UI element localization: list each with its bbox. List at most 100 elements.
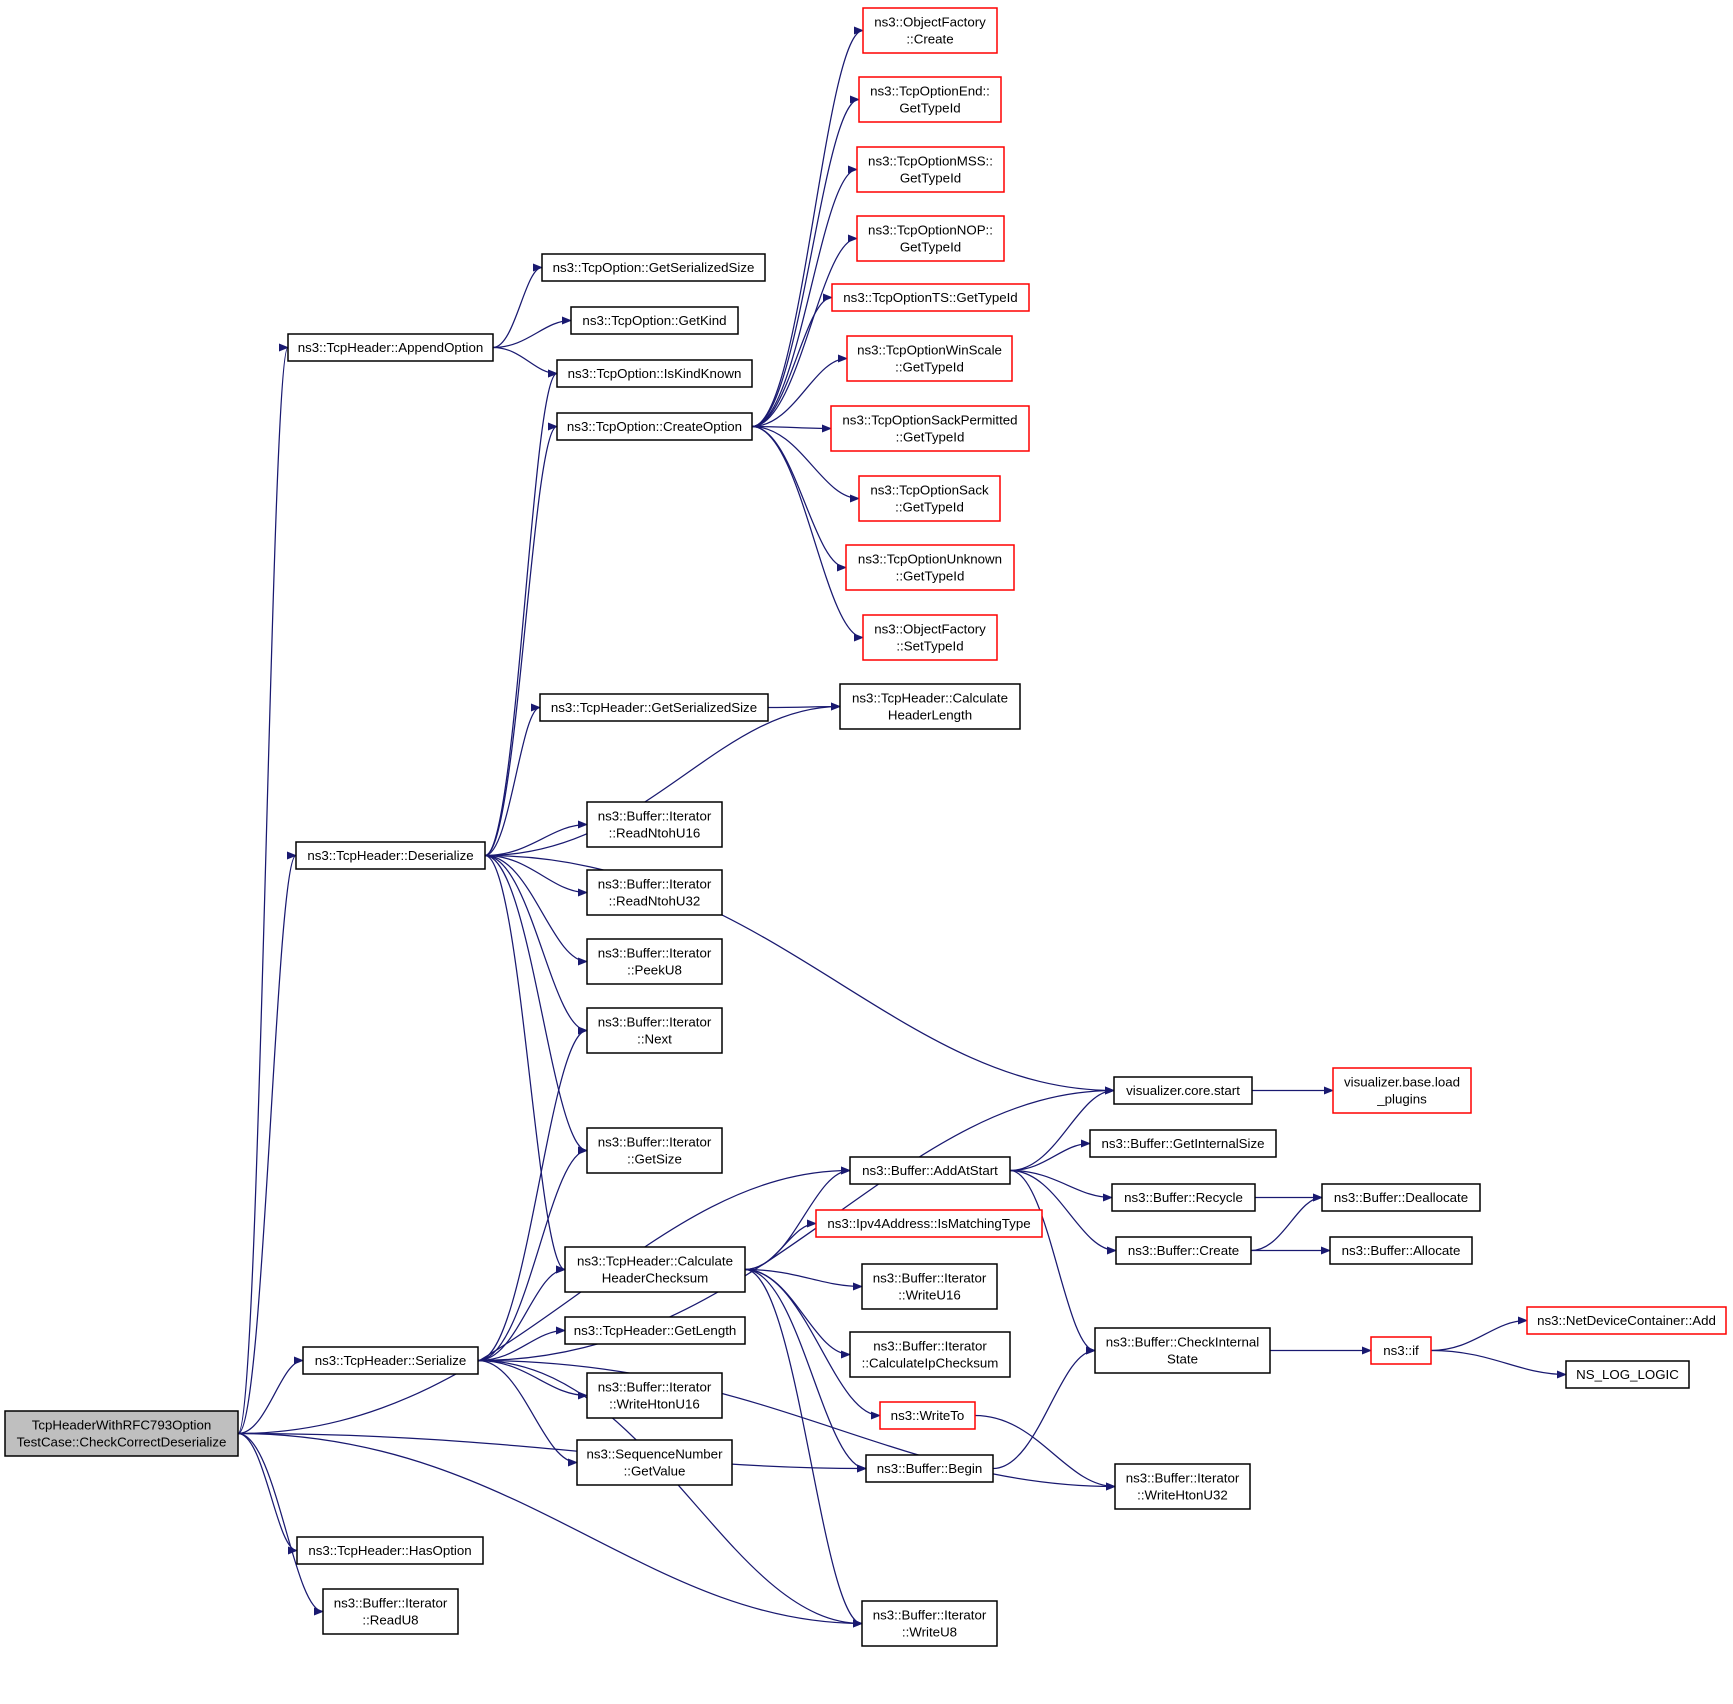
node-getSize[interactable]: ns3::Buffer::Iterator::GetSize (586, 1127, 723, 1174)
node-optIsKindKnown[interactable]: ns3::TcpOption::IsKindKnown (556, 359, 753, 388)
node-label: ns3::TcpHeader::Calculate (577, 1254, 733, 1269)
node-bufRecycle[interactable]: ns3::Buffer::Recycle (1111, 1183, 1256, 1212)
node-label: ns3::Buffer::Allocate (1342, 1243, 1461, 1258)
node-peekU8[interactable]: ns3::Buffer::Iterator::PeekU8 (586, 938, 723, 985)
node-box (539, 693, 769, 722)
node-label: ns3::Buffer::Iterator (873, 1339, 987, 1354)
node-unknownTypeId[interactable]: ns3::TcpOptionUnknown::GetTypeId (845, 544, 1015, 591)
node-box (831, 283, 1030, 312)
node-label: ns3::Buffer::Iterator (598, 1135, 712, 1150)
edge-optCreate-to-sackTypeId (751, 425, 860, 503)
node-bufGetInternalSize[interactable]: ns3::Buffer::GetInternalSize (1089, 1129, 1277, 1158)
node-bufCreate[interactable]: ns3::Buffer::Create (1115, 1236, 1252, 1265)
edge-addAtStart-to-bufRecycle (1009, 1169, 1113, 1202)
node-hdrGetSerSize[interactable]: ns3::TcpHeader::GetSerializedSize (539, 693, 769, 722)
node-label: ns3::TcpHeader::GetLength (574, 1323, 737, 1338)
node-label: ns3::ObjectFactory (874, 15, 986, 30)
node-serialize[interactable]: ns3::TcpHeader::Serialize (302, 1346, 479, 1375)
node-label: ns3::TcpOptionTS::GetTypeId (843, 290, 1017, 305)
node-box (586, 869, 723, 916)
node-label: ns3::TcpOption::IsKindKnown (568, 366, 742, 381)
edge-calcChecksum-to-writeU8 (744, 1268, 863, 1628)
node-bufBegin[interactable]: ns3::Buffer::Begin (865, 1454, 994, 1483)
node-readU8[interactable]: ns3::Buffer::Iterator::ReadU8 (322, 1588, 459, 1635)
node-box (586, 1127, 723, 1174)
node-calcIpChecksum[interactable]: ns3::Buffer::Iterator::CalculateIpChecks… (849, 1331, 1011, 1378)
node-writeU16[interactable]: ns3::Buffer::Iterator::WriteU16 (861, 1263, 998, 1310)
edge-root-to-bufBegin (237, 1432, 867, 1473)
node-ofSetTypeId[interactable]: ns3::ObjectFactory::SetTypeId (862, 614, 998, 661)
node-next[interactable]: ns3::Buffer::Iterator::Next (586, 1007, 723, 1054)
node-label: ns3::Buffer::Begin (877, 1461, 982, 1476)
node-label: ::Create (906, 32, 953, 47)
node-label: ns3::TcpHeader::HasOption (308, 1543, 471, 1558)
node-label: ns3::Buffer::Deallocate (1334, 1190, 1468, 1205)
edge-appendOption-to-optIsKindKnown (492, 346, 558, 378)
node-getLength[interactable]: ns3::TcpHeader::GetLength (564, 1316, 746, 1345)
node-optGetSerSize[interactable]: ns3::TcpOption::GetSerializedSize (541, 253, 766, 282)
node-box (861, 1263, 998, 1310)
edge-ns3if-to-ndcAdd (1430, 1316, 1528, 1352)
node-label: ns3::TcpHeader::Serialize (315, 1353, 467, 1368)
node-bufAllocate[interactable]: ns3::Buffer::Allocate (1329, 1236, 1473, 1265)
node-vizStart[interactable]: visualizer.core.start (1113, 1076, 1253, 1105)
node-endTypeId[interactable]: ns3::TcpOptionEnd::GetTypeId (858, 76, 1002, 123)
node-label: ns3::Buffer::Iterator (334, 1596, 448, 1611)
node-writeHtonU16[interactable]: ns3::Buffer::Iterator::WriteHtonU16 (586, 1372, 723, 1419)
edge-bufBegin-to-bufCheckState (992, 1346, 1096, 1470)
node-winScaleTypeId[interactable]: ns3::TcpOptionWinScale::GetTypeId (846, 335, 1013, 382)
node-optGetKind[interactable]: ns3::TcpOption::GetKind (570, 306, 739, 335)
node-label: ns3::SequenceNumber (586, 1447, 723, 1462)
node-label: ns3::TcpOption::GetKind (582, 313, 726, 328)
node-box (302, 1346, 479, 1375)
node-label: ::SetTypeId (896, 639, 963, 654)
node-nopTypeId[interactable]: ns3::TcpOptionNOP::GetTypeId (856, 215, 1005, 262)
node-appendOption[interactable]: ns3::TcpHeader::AppendOption (287, 333, 494, 362)
node-box (1113, 1076, 1253, 1105)
node-writeTo[interactable]: ns3::WriteTo (879, 1401, 976, 1430)
node-addAtStart[interactable]: ns3::Buffer::AddAtStart (849, 1156, 1011, 1185)
node-seqGetValue[interactable]: ns3::SequenceNumber::GetValue (576, 1439, 733, 1486)
node-tsTypeId[interactable]: ns3::TcpOptionTS::GetTypeId (831, 283, 1030, 312)
node-ipv4Match[interactable]: ns3::Ipv4Address::IsMatchingType (815, 1209, 1043, 1238)
edge-deserialize-to-peekU8 (484, 854, 588, 966)
node-vizLoadPlugins[interactable]: visualizer.base.load_plugins (1332, 1067, 1472, 1114)
edge-root-to-deserialize (237, 851, 297, 1435)
node-sackPermTypeId[interactable]: ns3::TcpOptionSackPermitted::GetTypeId (830, 405, 1030, 452)
node-nsLogLogic[interactable]: NS_LOG_LOGIC (1565, 1360, 1690, 1389)
node-readNtohU16[interactable]: ns3::Buffer::Iterator::ReadNtohU16 (586, 801, 723, 848)
node-ofCreate[interactable]: ns3::ObjectFactory::Create (862, 7, 998, 54)
edge-root-to-addAtStart (237, 1166, 851, 1435)
edge-optCreate-to-nopTypeId (751, 234, 858, 428)
node-ns3if[interactable]: ns3::if (1370, 1336, 1432, 1365)
node-writeHtonU32[interactable]: ns3::Buffer::Iterator::WriteHtonU32 (1114, 1463, 1251, 1510)
node-box (1114, 1463, 1251, 1510)
edge-deserialize-to-readNtohU32 (484, 854, 588, 897)
node-box (849, 1156, 1011, 1185)
node-label: State (1167, 1352, 1198, 1367)
edge-optCreate-to-winScaleTypeId (751, 354, 848, 428)
edge-calcChecksum-to-calcIpChecksum (744, 1268, 851, 1359)
node-bufDeallocate[interactable]: ns3::Buffer::Deallocate (1321, 1183, 1481, 1212)
edge-appendOption-to-optGetKind (492, 316, 572, 349)
node-box (287, 333, 494, 362)
node-label: ::WriteU16 (898, 1288, 961, 1303)
edge-serialize-to-getSize (477, 1146, 588, 1362)
edge-serialize-to-getLength (477, 1326, 566, 1362)
node-label: ns3::Buffer::Iterator (598, 1380, 712, 1395)
node-label: ns3::WriteTo (891, 1408, 965, 1423)
node-box (586, 938, 723, 985)
node-optCreate[interactable]: ns3::TcpOption::CreateOption (556, 412, 753, 441)
edge-deserialize-to-hdrGetSerSize (484, 703, 541, 857)
node-ndcAdd[interactable]: ns3::NetDeviceContainer::Add (1526, 1306, 1727, 1335)
node-mssTypeId[interactable]: ns3::TcpOptionMSS::GetTypeId (856, 146, 1005, 193)
node-hasOption[interactable]: ns3::TcpHeader::HasOption (296, 1536, 484, 1565)
node-writeU8[interactable]: ns3::Buffer::Iterator::WriteU8 (861, 1600, 998, 1647)
node-deserialize[interactable]: ns3::TcpHeader::Deserialize (295, 841, 486, 870)
node-sackTypeId[interactable]: ns3::TcpOptionSack::GetTypeId (858, 475, 1001, 522)
node-label: ns3::TcpOptionNOP:: (868, 223, 993, 238)
node-readNtohU32[interactable]: ns3::Buffer::Iterator::ReadNtohU32 (586, 869, 723, 916)
